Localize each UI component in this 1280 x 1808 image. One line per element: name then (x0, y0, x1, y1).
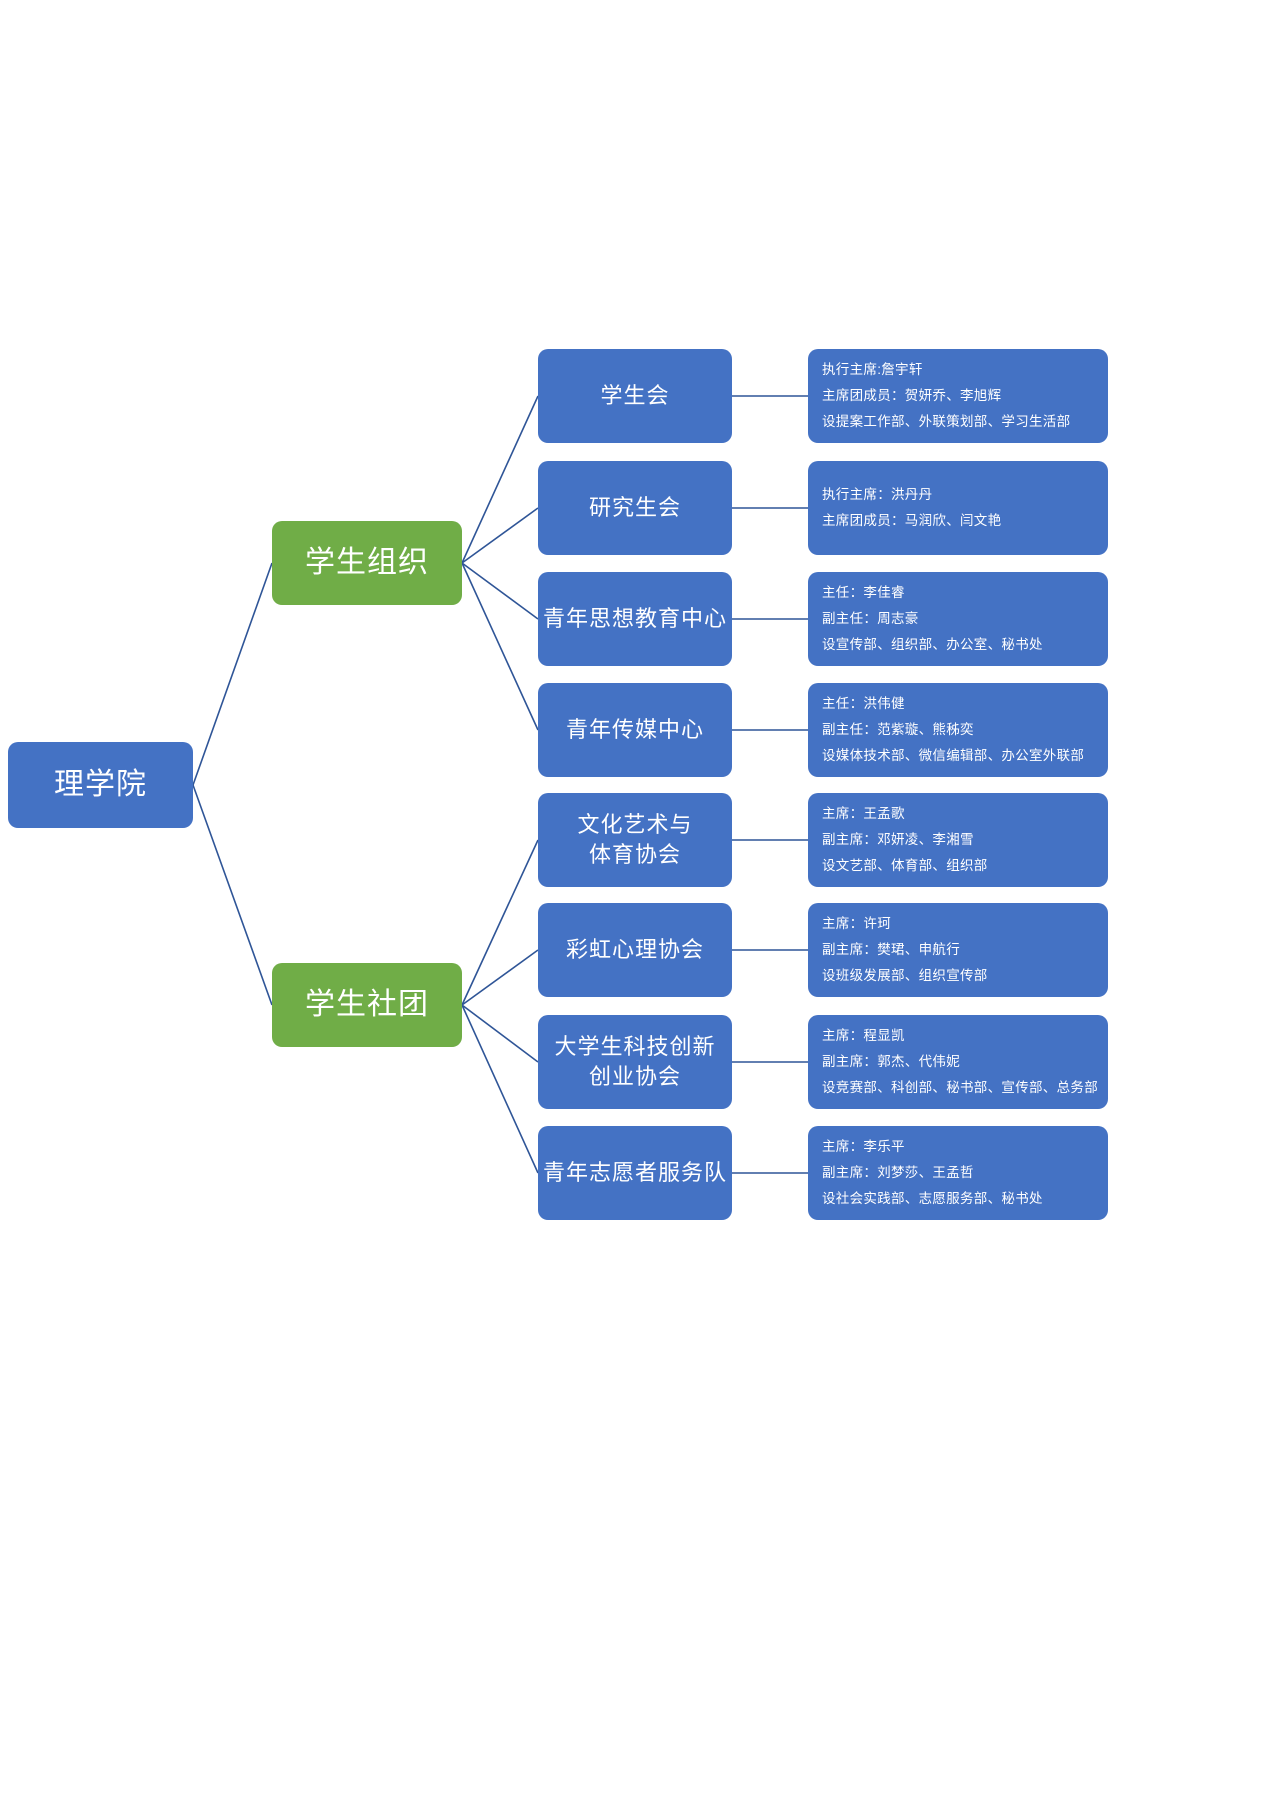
detail-box-culture-art-sports-association[interactable]: 主席：王孟歌 副主席：邓妍凌、李湘雪 设文艺部、体育部、组织部 (808, 793, 1108, 887)
detail-line: 主席：许珂 (822, 915, 891, 931)
detail-line: 设竞赛部、科创部、秘书部、宣传部、总务部 (822, 1080, 1098, 1096)
node-unit-youth-volunteer-service-team[interactable]: 青年志愿者服务队 (538, 1126, 732, 1220)
detail-box-scitech-innovation-entrepreneurship-association[interactable]: 主席：程显凯 副主席：郭杰、代伟妮 设竞赛部、科创部、秘书部、宣传部、总务部 (808, 1015, 1108, 1109)
detail-box-graduate-union[interactable]: 执行主席：洪丹丹 主席团成员：马润欣、闫文艳 (808, 461, 1108, 555)
detail-line: 执行主席：洪丹丹 (822, 486, 933, 502)
detail-line: 设文艺部、体育部、组织部 (822, 858, 988, 874)
node-unit-youth-ideology-center[interactable]: 青年思想教育中心 (538, 572, 732, 666)
detail-line: 副主席：刘梦莎、王孟哲 (822, 1164, 974, 1180)
detail-line: 设宣传部、组织部、办公室、秘书处 (822, 637, 1043, 653)
detail-line: 主席：王孟歌 (822, 805, 905, 821)
node-unit-culture-art-sports-association[interactable]: 文化艺术与 体育协会 (538, 793, 732, 887)
node-unit-label: 青年思想教育中心 (542, 606, 727, 632)
detail-line: 设社会实践部、志愿服务部、秘书处 (822, 1191, 1043, 1207)
link-club-to-volunteer (461, 1004, 539, 1174)
detail-box-youth-volunteer-service-team[interactable]: 主席：李乐平 副主席：刘梦莎、王孟哲 设社会实践部、志愿服务部、秘书处 (808, 1126, 1108, 1220)
detail-line: 主席团成员：马润欣、闫文艳 (822, 513, 1002, 528)
node-unit-label-block: 文化艺术与 体育协会 (577, 810, 692, 869)
detail-line: 主席团成员：贺妍乔、李旭辉 (822, 387, 1002, 403)
detail-line: 主席：程显凯 (822, 1027, 905, 1043)
detail-box-student-union[interactable]: 执行主席:詹宇轩 主席团成员：贺妍乔、李旭辉 设提案工作部、外联策划部、学习生活… (808, 349, 1108, 443)
node-unit-label: 研究生会 (588, 495, 681, 521)
detail-line: 副主任：周志豪 (822, 610, 919, 626)
detail-line: 主任：洪伟健 (822, 695, 905, 711)
detail-box-rainbow-psychology-association[interactable]: 主席：许珂 副主席：樊珺、申航行 设班级发展部、组织宣传部 (808, 903, 1108, 997)
link-root-to-student-clubs (192, 784, 273, 1006)
node-root-label: 理学院 (54, 767, 147, 801)
node-unit-label-line-2: 创业协会 (588, 1064, 681, 1089)
node-unit-label-line-1: 文化艺术与 (577, 812, 693, 838)
detail-line: 主任：李佳睿 (822, 584, 905, 600)
detail-line: 设媒体技术部、微信编辑部、办公室外联部 (822, 748, 1085, 764)
node-unit-rainbow-psychology-association[interactable]: 彩虹心理协会 (538, 903, 732, 997)
link-org-to-media-center (461, 562, 539, 731)
node-unit-student-union[interactable]: 学生会 (538, 349, 732, 443)
detail-line: 副主席：郭杰、代伟妮 (822, 1053, 960, 1069)
node-unit-label-line-1: 大学生科技创新 (554, 1034, 716, 1060)
link-org-to-graduate-union (461, 507, 539, 564)
node-unit-label-block: 大学生科技创新 创业协会 (554, 1032, 715, 1091)
node-group-label: 学生组织 (305, 545, 429, 579)
detail-box-youth-ideology-center[interactable]: 主任：李佳睿 副主任：周志豪 设宣传部、组织部、办公室、秘书处 (808, 572, 1108, 666)
detail-line: 副主任：范紫璇、熊秭奕 (822, 721, 974, 737)
detail-box-youth-media-center[interactable]: 主任：洪伟健 副主任：范紫璇、熊秭奕 设媒体技术部、微信编辑部、办公室外联部 (808, 683, 1108, 777)
detail-line: 副主席：邓妍凌、李湘雪 (822, 831, 974, 847)
node-unit-label: 青年志愿者服务队 (542, 1160, 727, 1186)
node-unit-label: 青年传媒中心 (565, 717, 704, 743)
node-root-college[interactable]: 理学院 (8, 742, 193, 828)
link-root-to-student-organizations (192, 562, 273, 786)
link-club-to-culture-art (461, 839, 539, 1006)
node-unit-scitech-innovation-entrepreneurship-association[interactable]: 大学生科技创新 创业协会 (538, 1015, 732, 1109)
detail-line: 设提案工作部、外联策划部、学习生活部 (822, 414, 1071, 430)
detail-line: 执行主席:詹宇轩 (822, 361, 923, 377)
node-unit-graduate-union[interactable]: 研究生会 (538, 461, 732, 555)
link-club-to-scitech (461, 1004, 539, 1063)
node-group-student-organizations[interactable]: 学生组织 (272, 521, 462, 605)
link-club-to-rainbow (461, 949, 539, 1006)
node-group-student-clubs[interactable]: 学生社团 (272, 963, 462, 1047)
node-unit-label: 彩虹心理协会 (565, 937, 704, 963)
link-org-to-student-union (461, 395, 539, 564)
node-unit-label: 学生会 (600, 383, 670, 409)
node-unit-label-line-2: 体育协会 (588, 842, 681, 867)
link-org-to-ideology-center (461, 562, 539, 620)
detail-line: 副主席：樊珺、申航行 (822, 941, 960, 957)
node-unit-youth-media-center[interactable]: 青年传媒中心 (538, 683, 732, 777)
node-group-label: 学生社团 (305, 987, 429, 1021)
detail-line: 设班级发展部、组织宣传部 (822, 968, 988, 984)
detail-line: 主席：李乐平 (822, 1138, 905, 1154)
